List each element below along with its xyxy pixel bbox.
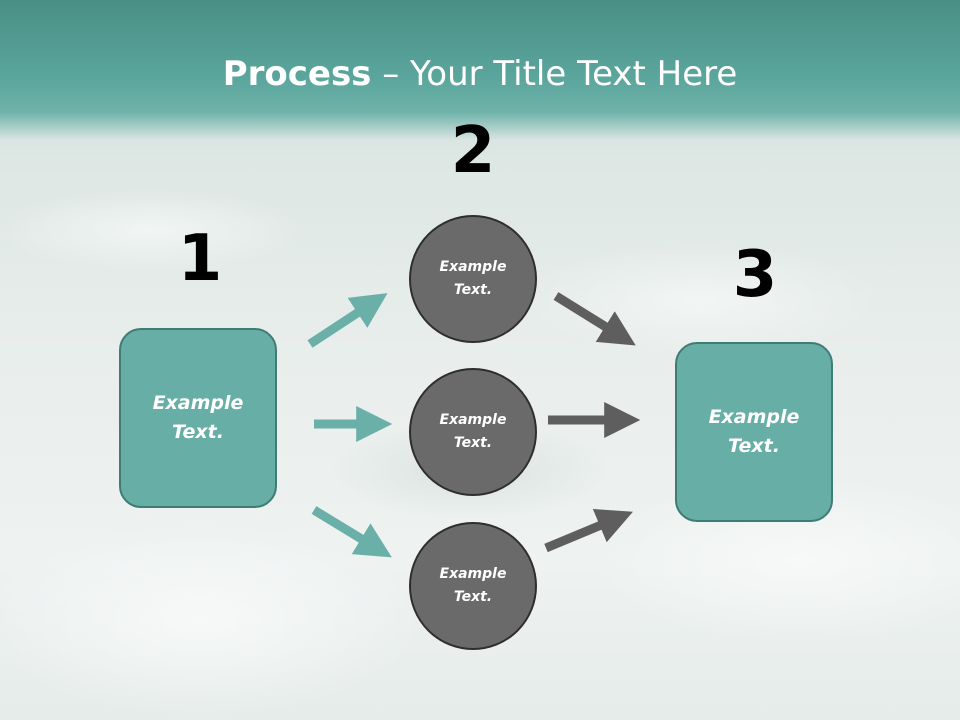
left-box-text: Example Text. [152,392,244,443]
step-number-3: 3 [732,238,778,312]
title-bar [0,0,960,140]
right-box: Example Text. [675,342,833,522]
step-number-1: 1 [177,222,223,296]
left-box: Example Text. [119,328,277,508]
circle-middle-text: Example Text. [439,412,507,451]
step-number-2: 2 [450,114,496,188]
circle-bottom: Example Text. [409,522,537,650]
right-box-text: Example Text. [708,406,800,457]
title-bold: Process [222,54,372,94]
title-rest: – Your Title Text Here [371,54,738,94]
circle-bottom-text: Example Text. [439,566,507,605]
gray-arrow-down [553,292,636,346]
slide-title: Process – Your Title Text Here [0,52,960,96]
circle-middle: Example Text. [409,368,537,496]
teal-arrow-up [307,293,388,348]
circle-top-text: Example Text. [439,259,507,298]
gray-arrow-up [544,509,633,553]
teal-arrow-down [311,506,392,558]
circle-top: Example Text. [409,215,537,343]
